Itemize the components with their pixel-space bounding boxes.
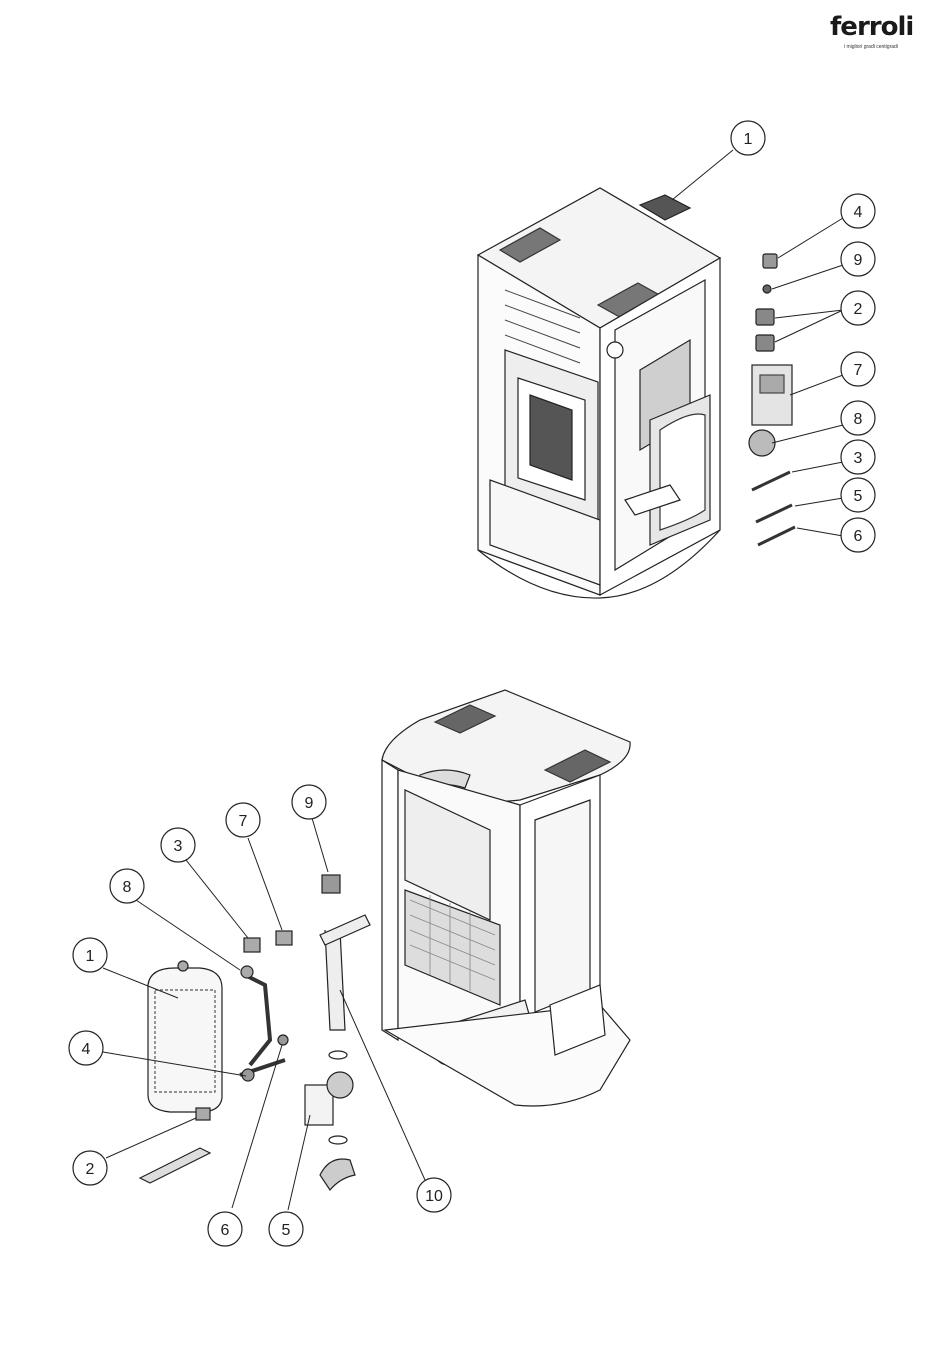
part-7-icon — [276, 931, 292, 945]
pipe-assembly-icon — [245, 975, 270, 1065]
part-6-icon — [758, 527, 795, 545]
callout-bottom-4-label: 4 — [82, 1041, 91, 1058]
callout-top-6-label: 6 — [854, 528, 863, 545]
part-3-icon — [244, 938, 260, 952]
callout-bottom-3-label: 3 — [174, 838, 183, 855]
callout-bottom-8: 8 — [110, 869, 144, 903]
callout-top-3: 3 — [841, 440, 875, 474]
callout-top-4-label: 4 — [854, 204, 863, 221]
callout-bottom-6-label: 6 — [221, 1222, 230, 1239]
callout-top-9: 9 — [841, 242, 875, 276]
part-3-icon — [752, 472, 790, 490]
part-2a-icon — [756, 309, 774, 325]
callout-bottom-2: 2 — [73, 1151, 107, 1185]
callout-bottom-1: 1 — [73, 938, 107, 972]
callout-top-9-label: 9 — [854, 252, 863, 269]
top-parts-group — [749, 254, 795, 545]
part-2b-icon — [756, 335, 774, 351]
callout-top-2: 2 — [841, 291, 875, 325]
callout-bottom-7-label: 7 — [239, 813, 248, 830]
stove-bottom-view — [382, 690, 630, 1106]
callout-top-8-label: 8 — [854, 411, 863, 428]
elbow-icon — [320, 1159, 355, 1190]
callout-bottom-5-label: 5 — [282, 1222, 291, 1239]
callout-bottom-1-label: 1 — [86, 948, 95, 965]
callout-top-5-label: 5 — [854, 488, 863, 505]
callout-top-1-label: 1 — [744, 131, 753, 148]
part-5-icon — [756, 505, 792, 522]
callout-bottom-10: 10 — [417, 1178, 451, 1212]
stove-top-view — [478, 188, 720, 598]
callout-bottom-2-label: 2 — [86, 1161, 95, 1178]
callout-bottom-9-label: 9 — [305, 795, 314, 812]
part-9-icon — [322, 875, 340, 893]
callout-top-6: 6 — [841, 518, 875, 552]
callout-bottom-9: 9 — [292, 785, 326, 819]
callout-top-1: 1 — [731, 121, 765, 155]
vertical-pipe-icon — [325, 930, 345, 1030]
callout-bottom-10-label: 10 — [425, 1188, 443, 1205]
callout-top-3-label: 3 — [854, 450, 863, 467]
callout-bottom-7: 7 — [226, 803, 260, 837]
part-8-icon — [749, 430, 775, 456]
callout-top-7-label: 7 — [854, 362, 863, 379]
callout-bottom-5: 5 — [269, 1212, 303, 1246]
part-2-icon — [196, 1108, 210, 1120]
callout-top-5: 5 — [841, 478, 875, 512]
callout-bottom-3: 3 — [161, 828, 195, 862]
callout-bottom-8-label: 8 — [123, 879, 132, 896]
callout-top-4: 4 — [841, 194, 875, 228]
part-7-icon — [752, 365, 792, 425]
part-9-icon — [763, 285, 771, 293]
callout-bottom-4: 4 — [69, 1031, 103, 1065]
part-4-icon — [763, 254, 777, 268]
top-callouts: 1 4 9 2 7 8 3 5 6 — [731, 121, 875, 552]
callout-top-2-label: 2 — [854, 301, 863, 318]
callout-top-8: 8 — [841, 401, 875, 435]
part-4-fitting-icon — [242, 1069, 254, 1081]
bottom-parts-group — [140, 875, 370, 1190]
callout-bottom-6: 6 — [208, 1212, 242, 1246]
callout-top-7: 7 — [841, 352, 875, 386]
bracket-icon — [140, 1148, 210, 1183]
